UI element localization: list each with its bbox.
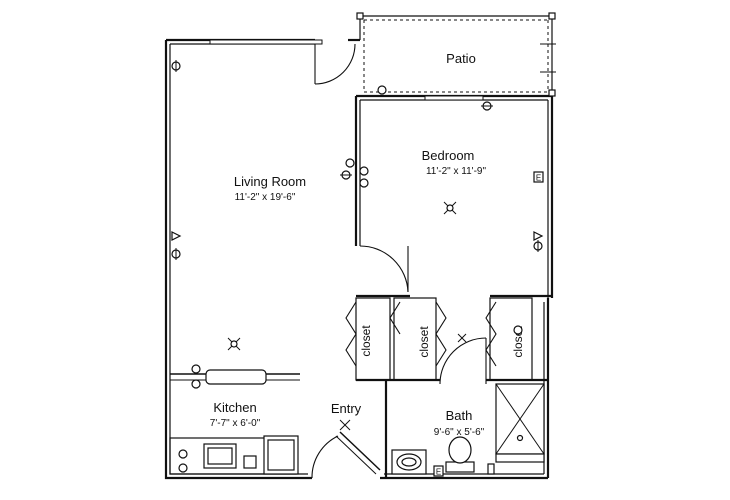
outlet-icon [533, 240, 543, 252]
bedroom-label: Bedroom [422, 148, 475, 163]
counter-bar [205, 369, 267, 385]
kitchen: Kitchen 7'-7" x 6'-0" [169, 364, 300, 475]
living-room: Living Room 11'-2" x 19'-6" [171, 60, 369, 351]
phone-jack-icon [171, 231, 182, 241]
entry-label: Entry [331, 401, 362, 416]
patio: Patio [356, 12, 556, 97]
electrical-panel-icon: E [533, 171, 544, 183]
outlet-icon [513, 325, 523, 335]
electrical-panel-icon: E [433, 465, 444, 477]
closet-label: closet [511, 326, 525, 358]
living-room-label: Living Room [234, 174, 306, 189]
bath: Bath 9'-6" x 5'-6" E [391, 383, 545, 477]
bedroom: Bedroom 11'-2" x 11'-9" E [422, 101, 544, 252]
outlet-icon [191, 379, 201, 389]
outlet-icon [171, 60, 181, 72]
outlet-icon [345, 158, 355, 168]
bath-dims: 9'-6" x 5'-6" [434, 427, 485, 438]
outlet-icon [171, 248, 181, 260]
patio-light-icon [377, 85, 387, 95]
kitchen-label: Kitchen [213, 400, 256, 415]
outlet-icon [481, 101, 493, 111]
outlet-icon [340, 170, 352, 180]
sink-icon [391, 449, 427, 475]
patio-label: Patio [446, 51, 476, 66]
ceiling-light-icon [227, 337, 241, 351]
closet-label: closet [359, 325, 373, 357]
stove-icon [178, 449, 188, 473]
ceiling-light-icon [443, 201, 457, 215]
grab-bar-icon [487, 463, 495, 475]
outlet-icon [191, 364, 201, 374]
kitchen-dims: 7'-7" x 6'-0" [210, 418, 261, 429]
phone-jack-icon [533, 231, 544, 241]
bath-label: Bath [446, 408, 473, 423]
entry-door [339, 431, 381, 471]
outlet-icon [359, 166, 369, 176]
living-room-dims: 11'-2" x 19'-6" [235, 192, 296, 203]
toilet-icon [445, 436, 475, 473]
patio-door [314, 43, 356, 85]
entry: Entry [311, 401, 381, 479]
bedroom-door [359, 245, 409, 293]
dishwasher-icon [243, 455, 257, 469]
svg-text:E: E [536, 174, 541, 183]
closets: closet closet closet [345, 297, 533, 381]
bath-door [439, 333, 487, 385]
bedroom-dims: 11'-2" x 11'-9" [426, 166, 486, 177]
closet-label: closet [417, 326, 431, 358]
ceiling-light-icon [339, 419, 351, 431]
ceiling-light-icon [457, 333, 467, 343]
outlet-icon [359, 178, 369, 188]
svg-text:E: E [436, 468, 441, 477]
